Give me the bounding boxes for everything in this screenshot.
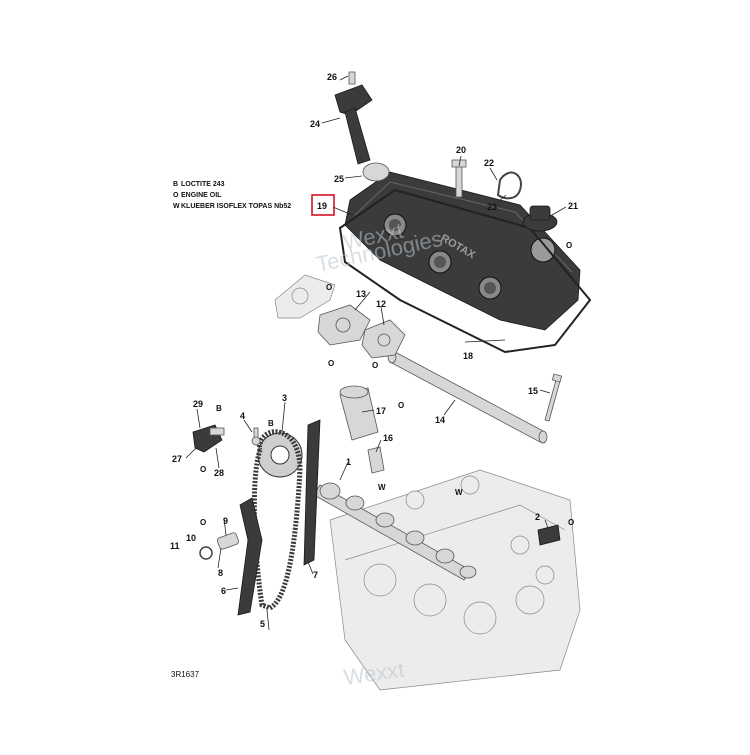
label-22[interactable]: 22	[484, 158, 494, 168]
label-26[interactable]: 26	[327, 72, 337, 82]
label-18[interactable]: 18	[463, 351, 473, 361]
legend-w-mark: W	[173, 203, 180, 210]
grommet	[362, 162, 390, 182]
label-23[interactable]: 23	[487, 202, 497, 212]
label-12[interactable]: 12	[376, 299, 386, 309]
mark-b-bolt: B	[268, 419, 274, 428]
mark-o-sensor: O	[200, 465, 206, 474]
label-19[interactable]: 19	[317, 201, 327, 211]
mark-o-rocker-2: O	[328, 359, 334, 368]
label-27[interactable]: 27	[172, 454, 182, 464]
label-4[interactable]: 4	[240, 411, 245, 421]
mark-w-cam-2: W	[455, 488, 463, 497]
rocker-arms	[274, 274, 406, 359]
mark-o-tensioner: O	[200, 518, 206, 527]
label-24[interactable]: 24	[310, 119, 320, 129]
mark-o-part2: O	[568, 518, 574, 527]
drawing-code: 3R1637	[171, 670, 200, 679]
part-numbers: 26 24 25 19 20 22 23 21 18 13 12 14 15 1…	[170, 72, 578, 629]
part-19-highlight[interactable]	[311, 194, 335, 216]
label-29[interactable]: 29	[193, 399, 203, 409]
legend-b-mark: B	[173, 181, 178, 188]
part-2	[537, 524, 561, 546]
label-21[interactable]: 21	[568, 201, 578, 211]
mark-o-rocker-1: O	[326, 283, 332, 292]
leader-lines	[185, 75, 567, 631]
bolt-4	[251, 427, 261, 446]
legend-o-mark: O	[173, 192, 179, 199]
mark-o-tube: O	[398, 401, 404, 410]
label-2[interactable]: 2	[535, 512, 540, 522]
spark-plug-tube	[339, 385, 379, 441]
ignition-coil	[334, 71, 373, 165]
legend: B LOCTITE 243 O ENGINE OIL W KLUEBER ISO…	[173, 181, 291, 210]
label-9[interactable]: 9	[223, 516, 228, 526]
label-6[interactable]: 6	[221, 586, 226, 596]
label-1[interactable]: 1	[346, 457, 351, 467]
rocker-shaft	[387, 350, 548, 444]
mark-w-cam-1: W	[378, 483, 386, 492]
tensioner	[199, 532, 240, 560]
legend-w-text: KLUEBER ISOFLEX TOPAS Nb52	[181, 203, 291, 210]
mark-o-rocker-3: O	[372, 361, 378, 370]
label-17[interactable]: 17	[376, 406, 386, 416]
cylinder-head	[329, 469, 581, 691]
label-14[interactable]: 14	[435, 415, 445, 425]
mark-b-sensor: B	[216, 404, 222, 413]
callout-marks: O O O O O O O O B B W W	[200, 241, 574, 527]
label-7[interactable]: 7	[313, 570, 318, 580]
label-11[interactable]: 11	[170, 541, 180, 551]
label-25[interactable]: 25	[334, 174, 344, 184]
label-10[interactable]: 10	[186, 533, 196, 543]
label-3[interactable]: 3	[282, 393, 287, 403]
mark-o-cap: O	[566, 241, 572, 250]
part-16	[367, 446, 385, 474]
label-8[interactable]: 8	[218, 568, 223, 578]
label-28[interactable]: 28	[214, 468, 224, 478]
label-5[interactable]: 5	[260, 619, 265, 629]
vent-hose	[496, 171, 522, 200]
legend-o-text: ENGINE OIL	[181, 192, 222, 199]
legend-b-text: LOCTITE 243	[181, 181, 225, 188]
label-20[interactable]: 20	[456, 145, 466, 155]
valve-cover: ROTAX	[344, 171, 581, 331]
label-15[interactable]: 15	[528, 386, 538, 396]
oil-cap	[522, 205, 558, 232]
chain-guide-7	[303, 419, 321, 566]
gasket	[338, 188, 592, 354]
chain-guide-6	[237, 497, 263, 616]
label-16[interactable]: 16	[383, 433, 393, 443]
bolt-15	[544, 373, 563, 422]
camshaft	[313, 482, 477, 581]
timing-chain	[251, 429, 303, 611]
cam-sensor	[192, 424, 225, 453]
label-13[interactable]: 13	[356, 289, 366, 299]
